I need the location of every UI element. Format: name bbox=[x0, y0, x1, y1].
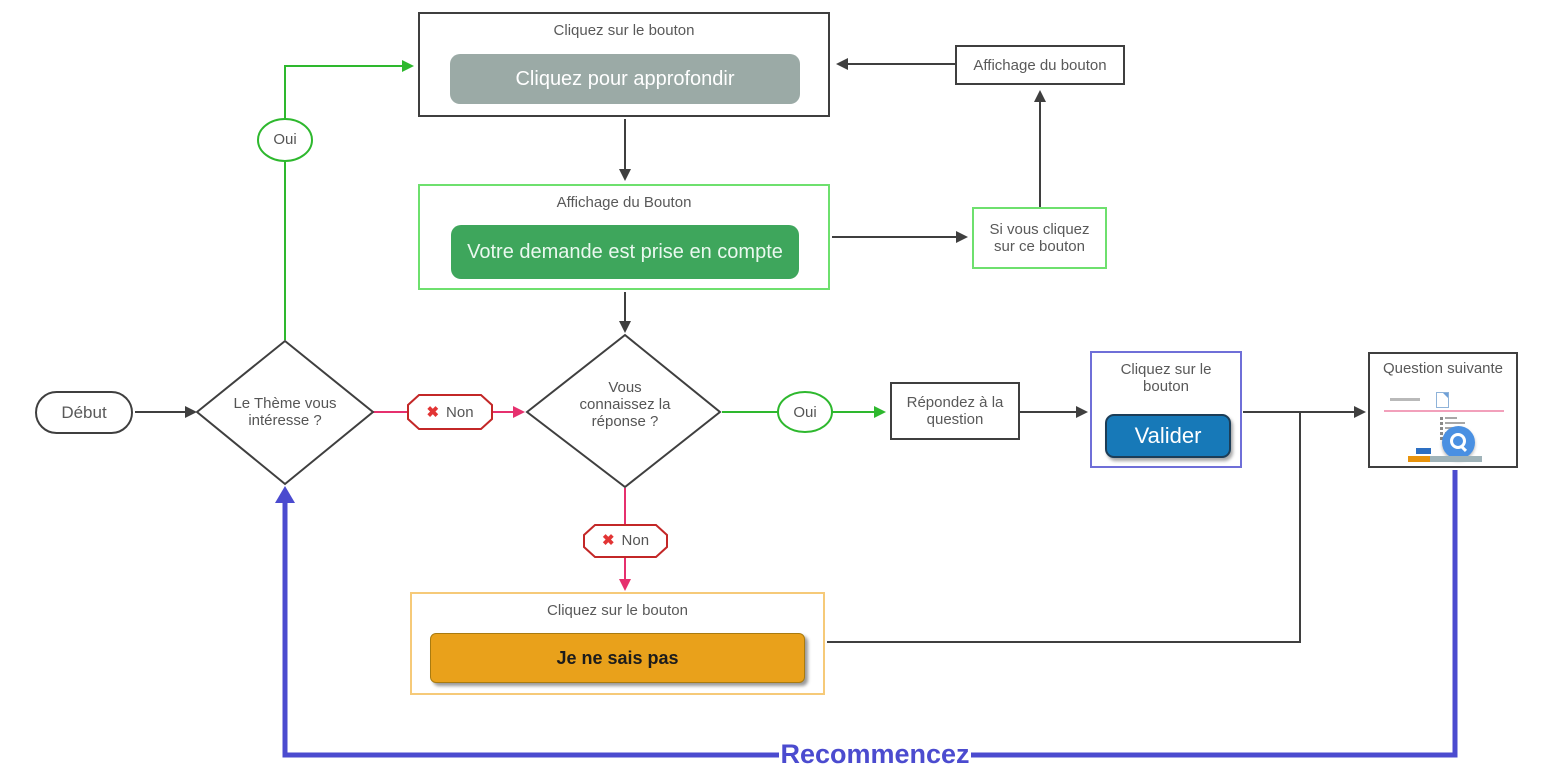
non-reponse-badge bbox=[583, 524, 668, 558]
dark-arrowheads bbox=[185, 58, 1366, 418]
non-theme-label: ✖ Non bbox=[408, 395, 492, 429]
non-reponse-text: Non bbox=[621, 532, 650, 549]
x-mark-icon: ✖ bbox=[426, 403, 440, 421]
je-ne-sais-pas-box: Cliquez sur le bouton Je ne sais pas bbox=[410, 592, 825, 695]
question-suivante-title: Question suivante bbox=[1382, 360, 1504, 377]
je-ne-sais-pas-button[interactable]: Je ne sais pas bbox=[430, 633, 805, 683]
document-icon bbox=[1436, 392, 1449, 408]
approfondir-box: Cliquez sur le bouton Cliquez pour appro… bbox=[418, 12, 830, 117]
je-ne-sais-pas-title: Cliquez sur le bouton bbox=[547, 602, 688, 619]
demande-box-title: Affichage du Bouton bbox=[556, 194, 692, 211]
quiz-preview-thumbnail bbox=[1384, 390, 1504, 464]
si-cliquez-box: Si vous cliquez sur ce bouton bbox=[972, 207, 1107, 269]
oui-theme-label: Oui bbox=[273, 131, 297, 148]
non-reponse-label: ✖ Non bbox=[584, 524, 667, 557]
recommencez-arrowhead bbox=[275, 486, 295, 503]
valider-box: Cliquez sur le bouton Valider bbox=[1090, 351, 1242, 468]
reponse-decision-diamond bbox=[525, 333, 722, 489]
pink-arrowheads bbox=[513, 406, 631, 591]
non-theme-badge bbox=[407, 394, 493, 430]
demande-box: Affichage du Bouton Votre demande est pr… bbox=[418, 184, 830, 290]
non-theme-text: Non bbox=[446, 403, 474, 421]
thumbnail-orange-bar bbox=[1408, 456, 1430, 462]
thumbnail-header bbox=[1390, 392, 1498, 408]
valider-button[interactable]: Valider bbox=[1105, 414, 1231, 458]
thumbnail-gray-bar bbox=[1430, 456, 1482, 462]
demande-button[interactable]: Votre demande est prise en compte bbox=[451, 225, 799, 279]
question-suivante-box: Question suivante bbox=[1368, 352, 1518, 468]
thumbnail-blue-badge bbox=[1416, 448, 1431, 454]
thumbnail-divider bbox=[1384, 410, 1504, 412]
x-mark-icon: ✖ bbox=[601, 532, 615, 549]
thumbnail-question-text bbox=[1390, 398, 1420, 401]
oui-reponse-oval bbox=[777, 391, 833, 433]
oui-reponse-label: Oui bbox=[793, 404, 817, 421]
theme-decision-diamond bbox=[195, 339, 375, 486]
debut-node: Début bbox=[35, 391, 133, 434]
repondez-box: Répondez à la question bbox=[890, 382, 1020, 440]
oui-theme-oval bbox=[257, 118, 313, 162]
search-icon bbox=[1442, 426, 1475, 459]
valider-box-title: Cliquez sur le bouton bbox=[1120, 361, 1212, 395]
recommencez-label: Recommencez bbox=[779, 736, 971, 772]
affichage-bouton-box: Affichage du bouton bbox=[955, 45, 1125, 85]
reponse-diamond-label: Vous connaissez la réponse ? bbox=[579, 379, 671, 430]
theme-diamond-label: Le Thème vous intéresse ? bbox=[233, 395, 337, 429]
dark-connectors bbox=[135, 63, 1359, 643]
green-arrowheads bbox=[402, 60, 886, 418]
approfondir-button[interactable]: Cliquez pour approfondir bbox=[450, 54, 800, 104]
approfondir-box-title: Cliquez sur le bouton bbox=[553, 22, 695, 39]
